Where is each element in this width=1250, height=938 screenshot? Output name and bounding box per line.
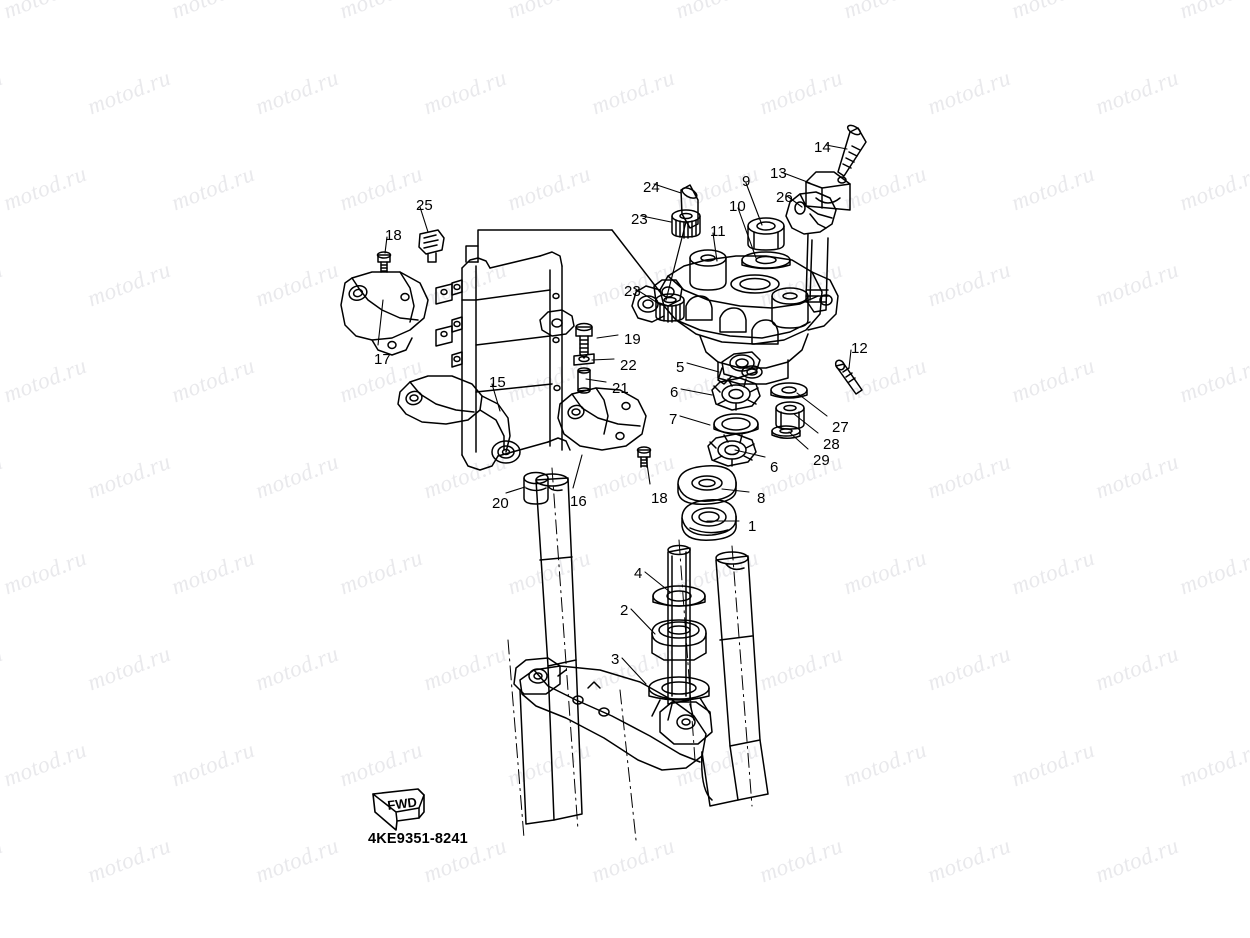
callout-cable-guide-bracket: 13: [770, 165, 787, 182]
leader-line-rubber-washer: [679, 415, 711, 426]
leader-line-ball-race-cover: [644, 571, 671, 593]
cable-guide-bracket-part: [805, 171, 851, 211]
flange-bolt-left-part: [376, 251, 392, 273]
callout-stem-nut-washer: 10: [729, 198, 746, 215]
callout-knurled-nut-lower: 23: [624, 283, 641, 300]
leader-line-dust-seal: [630, 608, 656, 635]
leader-line-ring-nut-lower: [734, 449, 766, 458]
dust-seal-part: [651, 619, 707, 661]
callout-bearing-cover-lower: 1: [748, 518, 757, 535]
callout-flange-bolt-left: 18: [385, 227, 402, 244]
leader-line-knurled-nut-lower: [633, 287, 662, 306]
leader-line-headlight-stay-frame: [491, 383, 501, 412]
callout-headlight-stay-frame: 15: [489, 374, 506, 391]
bearing-cover-lower-part: [681, 499, 737, 541]
leader-line-steering-stem-nut: [745, 182, 763, 226]
callout-steering-lock-assembly: 26: [776, 189, 793, 206]
lower-triple-clamp: [513, 657, 713, 771]
steering-stem-nut-part: [747, 217, 785, 251]
callout-lock-washer: 27: [832, 419, 849, 436]
leader-line-handlebar-holder-boss: [712, 232, 718, 262]
bearing-race-lower-part: [648, 676, 711, 721]
leader-line-flange-bolt-left: [384, 236, 388, 254]
headlight-bracket-left-part: [340, 271, 429, 356]
callout-ring-nut-lower: 6: [770, 459, 779, 476]
callout-stay-washer: 22: [620, 357, 637, 374]
leader-line-headlight-bracket-right: [572, 454, 583, 489]
callout-steering-stem-nut: 9: [742, 173, 751, 190]
headlight-bracket-right-part: [557, 387, 647, 451]
leader-line-stay-washer: [591, 358, 615, 361]
callout-ring-nut-upper: 6: [670, 384, 679, 401]
callout-cable-clamp: 25: [416, 197, 433, 214]
leader-line-steering-stem-washer: [686, 362, 720, 373]
lock-hardware-stack: [770, 382, 808, 439]
leader-line-cable-guide-bracket: [780, 171, 811, 184]
leader-line-lock-nut: [793, 413, 819, 434]
callout-spacer-collar: 21: [612, 380, 629, 397]
callout-lock-nut: 28: [823, 436, 840, 453]
steering-lock-part: [785, 191, 837, 313]
callout-bearing-race-lower: 3: [611, 651, 620, 668]
adjuster-pin-part: [680, 184, 699, 229]
cable-clamp-part: [418, 229, 445, 263]
leader-line-stem-nut-washer: [737, 207, 757, 259]
callout-bracket-screw: 14: [814, 139, 831, 156]
ball-race-cover-part: [652, 585, 706, 607]
callout-flange-bolt-right: 18: [651, 490, 668, 507]
part-number-label: 4KE9351-8241: [368, 831, 468, 847]
fork-tube-left: [519, 473, 583, 825]
leader-line-headlight-bracket-left: [377, 299, 384, 346]
leader-line-knurled-nut-upper: [641, 215, 672, 223]
stem-nut-washer-part: [741, 251, 791, 270]
steering-stem-shaft: [667, 544, 691, 705]
callout-retaining-clip: 29: [813, 452, 830, 469]
callout-ball-race-upper: 8: [757, 490, 766, 507]
stay-lower-arm: [397, 375, 521, 464]
callout-handlebar-holder-boss: 11: [710, 223, 726, 240]
callout-pinch-bolt: 12: [851, 340, 868, 357]
flange-bolt-right-part: [636, 446, 652, 468]
leader-line-rubber-damper: [505, 486, 526, 494]
leader-line-lock-washer: [796, 392, 828, 417]
leader-line-retaining-clip: [788, 431, 809, 450]
leader-line-bracket-screw: [825, 144, 848, 150]
knurled-nut-lower-part: [655, 293, 685, 323]
leader-line-flange-bolt-right: [645, 456, 651, 485]
ring-nut-upper-part: [711, 377, 761, 411]
callout-headlight-bracket-left: 17: [374, 351, 391, 368]
pinch-bolt-part: [834, 359, 863, 395]
ring-nut-lower-part: [707, 433, 757, 467]
callout-dust-seal: 2: [620, 602, 629, 619]
bracket-screw-part: [837, 124, 867, 177]
stay-hardware: [573, 322, 595, 394]
fwd-direction-marker: FWD: [372, 788, 425, 831]
leader-line-bearing-race-lower: [621, 657, 647, 685]
leader-line-pinch-bolt: [848, 349, 852, 369]
headlight-stay-frame-part: [435, 229, 661, 471]
callout-adjuster-pin: 24: [643, 179, 660, 196]
callout-knurled-nut-upper: 23: [631, 211, 648, 228]
fork-tube-right: [700, 551, 769, 807]
rubber-washer-part: [713, 413, 759, 435]
leader-line-steering-lock-assembly: [786, 195, 803, 208]
leader-line-stay-bolt: [596, 334, 619, 339]
leader-line-spacer-collar: [585, 378, 607, 383]
callout-rubber-damper: 20: [492, 495, 509, 512]
leader-line-cable-clamp: [419, 206, 429, 233]
callout-stay-bolt: 19: [624, 331, 641, 348]
upper-triple-clamp: [631, 249, 839, 385]
leader-line-adjuster-pin: [653, 183, 682, 194]
callout-headlight-bracket-right: 16: [570, 493, 587, 510]
ball-race-upper-part: [677, 465, 737, 505]
callout-ball-race-cover: 4: [634, 565, 643, 582]
callout-rubber-washer: 7: [669, 411, 678, 428]
callout-steering-stem-washer: 5: [676, 359, 685, 376]
leader-line-ring-nut-upper: [680, 388, 713, 396]
leader-line-ball-race-upper: [721, 488, 750, 493]
svg-text:FWD: FWD: [387, 794, 418, 812]
